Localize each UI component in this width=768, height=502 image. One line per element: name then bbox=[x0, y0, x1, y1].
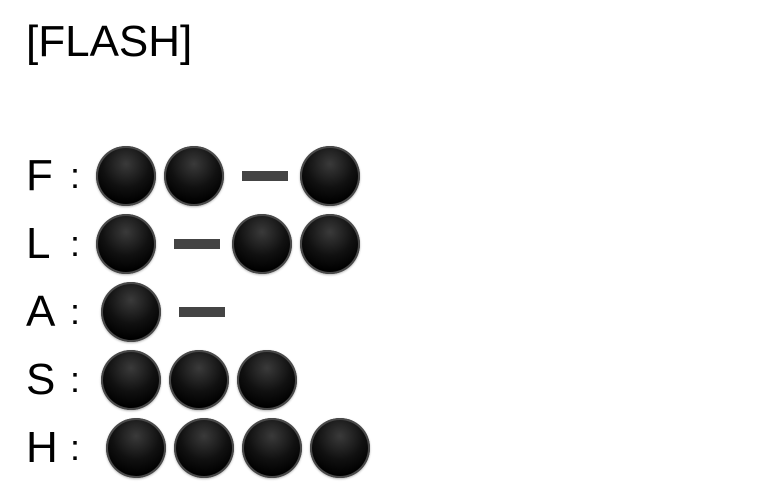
separator: : bbox=[70, 359, 81, 400]
morse-dot-icon bbox=[237, 350, 297, 410]
morse-symbols bbox=[96, 146, 368, 206]
morse-dash-icon bbox=[242, 171, 288, 181]
letter-label: H bbox=[26, 423, 58, 472]
morse-dot-icon bbox=[310, 418, 370, 478]
morse-dot-icon bbox=[164, 146, 224, 206]
morse-dot-icon bbox=[96, 214, 156, 274]
morse-dot-icon bbox=[101, 282, 161, 342]
letter-label: F bbox=[26, 151, 53, 200]
letter-label: A bbox=[26, 287, 56, 336]
morse-symbols bbox=[96, 214, 368, 274]
morse-dot-icon bbox=[101, 350, 161, 410]
morse-dot-icon bbox=[300, 214, 360, 274]
morse-dot-icon bbox=[300, 146, 360, 206]
morse-dash-icon bbox=[179, 307, 225, 317]
letter-label: L bbox=[26, 219, 51, 268]
morse-row-f: F : bbox=[24, 142, 378, 210]
morse-dot-icon bbox=[232, 214, 292, 274]
separator: : bbox=[70, 427, 81, 468]
morse-row-h: H : bbox=[24, 414, 378, 482]
morse-row-a: A : bbox=[24, 278, 378, 346]
separator: : bbox=[70, 223, 81, 264]
morse-dash-icon bbox=[174, 239, 220, 249]
morse-dot-icon bbox=[106, 418, 166, 478]
morse-dot-icon bbox=[242, 418, 302, 478]
morse-dot-icon bbox=[96, 146, 156, 206]
separator: : bbox=[70, 155, 81, 196]
page-title: [FLASH] bbox=[26, 17, 193, 66]
separator: : bbox=[70, 291, 81, 332]
morse-row-l: L : bbox=[24, 210, 378, 278]
morse-code-list: F : L : A : S : bbox=[24, 142, 378, 482]
morse-dot-icon bbox=[169, 350, 229, 410]
morse-symbols bbox=[106, 418, 378, 478]
morse-symbols bbox=[101, 350, 305, 410]
morse-dot-icon bbox=[174, 418, 234, 478]
morse-row-s: S : bbox=[24, 346, 378, 414]
letter-label: S bbox=[26, 355, 56, 404]
morse-symbols bbox=[101, 282, 237, 342]
